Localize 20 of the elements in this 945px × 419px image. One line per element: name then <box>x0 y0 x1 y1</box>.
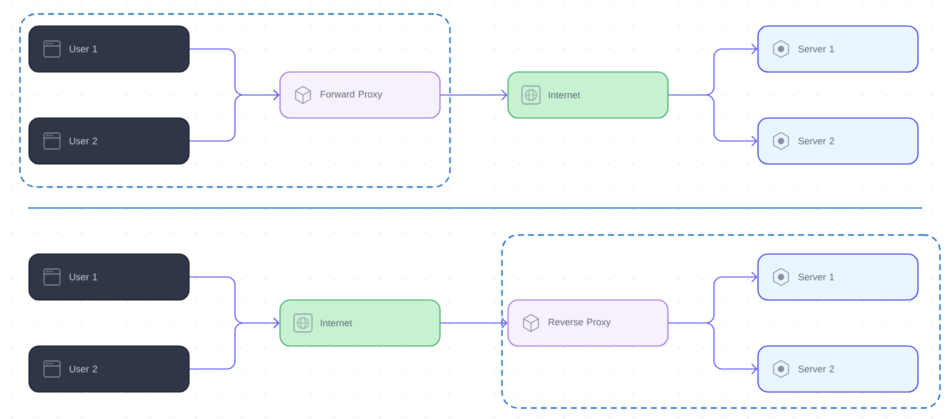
user-box: User 1 <box>28 253 190 301</box>
user-box: User 2 <box>28 345 190 393</box>
arrow <box>668 94 758 146</box>
arrow <box>190 90 280 142</box>
internet-box: Internet <box>507 71 669 119</box>
internet-box: Internet <box>279 299 441 347</box>
user-box: User 1 <box>28 25 190 73</box>
dashed-group-outline <box>19 13 451 188</box>
arrow <box>190 318 280 370</box>
server-box: Server 1 <box>757 25 919 73</box>
server-box: Server 2 <box>757 117 919 165</box>
proxy-box: Reverse Proxy <box>507 299 669 347</box>
dashed-group-outline <box>501 234 941 409</box>
server-box: Server 1 <box>757 253 919 301</box>
arrow <box>440 90 508 100</box>
proxy-box: Forward Proxy <box>279 71 441 119</box>
arrow <box>668 322 758 374</box>
server-box: Server 2 <box>757 345 919 393</box>
user-box: User 2 <box>28 117 190 165</box>
arrow <box>440 318 508 328</box>
